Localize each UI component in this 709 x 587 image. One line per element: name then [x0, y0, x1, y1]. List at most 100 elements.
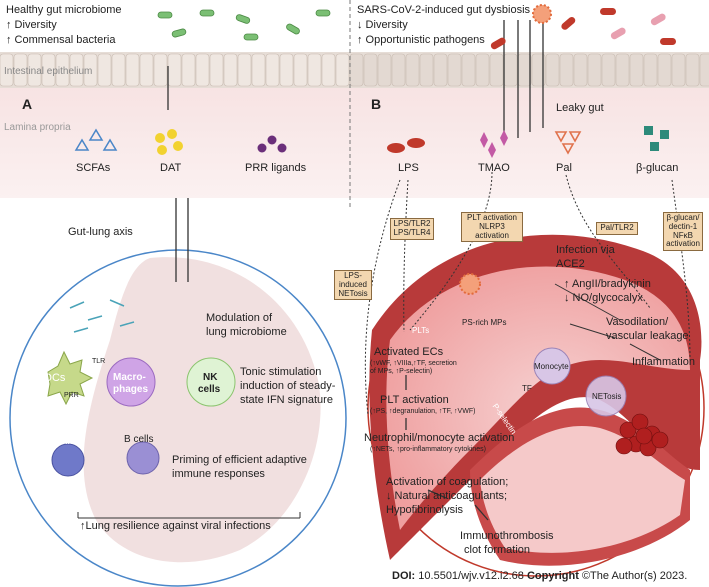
epithelial-cell: [377, 53, 392, 87]
epithelial-cells: [0, 53, 709, 87]
infection-line1: Infection via: [556, 244, 615, 256]
no-glycocalyx-label: ↓ NO/glycocalyx: [564, 292, 643, 304]
epithelial-cell: [601, 53, 616, 87]
netosis-icon: [585, 375, 627, 417]
epithelial-cell: [559, 53, 574, 87]
immuno-line2: clot formation: [464, 544, 531, 556]
epithelial-cell: [545, 53, 560, 87]
epithelial-cell: [195, 53, 210, 87]
epithelial-cell: [573, 53, 588, 87]
lps-netosis-l2: induced: [338, 279, 368, 289]
ps-mps-label: PS-rich MPs: [462, 318, 507, 327]
nlrp3-activation-text: NLRP3 activation: [475, 221, 509, 240]
plt-activation-text: PLT activation: [467, 213, 517, 222]
epithelial-cell: [657, 53, 672, 87]
beta-dectin-box: β-glucan/ dectin-1 NFκB activation: [663, 212, 703, 252]
prr-ligands-label: PRR ligands: [245, 162, 307, 174]
activated-ecs: Activated ECs: [374, 346, 444, 358]
vessel-lumen-lower-inner: [480, 425, 685, 553]
epithelial-cell: [489, 53, 504, 87]
epithelial-cell: [209, 53, 224, 87]
epithelial-cell: [447, 53, 462, 87]
priming-line1: Priming of efficient adaptive: [172, 454, 307, 466]
epithelial-cell: [587, 53, 602, 87]
lps-netosis-l3: NETosis: [338, 288, 368, 298]
epithelial-cell: [0, 53, 14, 87]
prr-ligand-icon: [257, 135, 287, 153]
dysbiosis-pathogens: ↑ Opportunistic pathogens: [357, 34, 485, 46]
resilience-label: ↑Lung resilience against viral infection…: [80, 520, 271, 532]
epithelium-label: Intestinal epithelium: [4, 66, 93, 77]
b-cells-label: B cells: [124, 434, 154, 445]
dendritic-cell-icon: [47, 350, 94, 406]
epithelial-cell: [671, 53, 686, 87]
monocyte-label: Monocyte: [534, 362, 569, 371]
epithelial-cell: [55, 53, 70, 87]
epithelial-cell: [531, 53, 546, 87]
epithelial-cell: [13, 53, 28, 87]
lps-icon: [387, 138, 425, 153]
clot-cell: [619, 421, 637, 439]
epithelial-cell: [461, 53, 476, 87]
lps-tlr4-text: LPS/TLR4: [393, 227, 431, 237]
lps-netosis-l1: LPS-: [344, 271, 362, 280]
epithelial-cell: [27, 53, 42, 87]
dat-label: DAT: [160, 162, 182, 174]
epithelial-cell: [251, 53, 266, 87]
epithelial-cell: [125, 53, 140, 87]
epithelial-cell: [97, 53, 112, 87]
beta-dectin-l1: β-glucan/: [666, 213, 700, 222]
priming-line2: immune responses: [172, 468, 265, 480]
vaso-line1: Vasodilation/: [606, 316, 669, 328]
epithelial-cell: [475, 53, 490, 87]
clot-cell: [635, 427, 653, 445]
epithelial-cell: [643, 53, 658, 87]
healthy-title: Healthy gut microbiome: [6, 4, 122, 16]
copyright-label: Copyright: [526, 570, 579, 582]
epithelial-cell: [41, 53, 56, 87]
tmao-label: TMAO: [478, 162, 510, 174]
activated-ecs-sub2: of MPs, ↑P-selectin): [370, 368, 433, 375]
tmao-icon: [480, 130, 508, 158]
clot-cell: [651, 431, 669, 449]
vaso-line2: vascular leakage: [606, 330, 689, 342]
lps-netosis-box: LPS- induced NETosis: [334, 270, 372, 301]
vessel-lumen: [386, 266, 690, 530]
epithelial-cell: [699, 53, 709, 87]
angii-label: ↑ AngII/bradykinin: [564, 278, 651, 290]
epithelial-cell: [181, 53, 196, 87]
epithelial-cell: [433, 53, 448, 87]
nk-line2: cells: [198, 384, 221, 395]
epithelial-cell: [139, 53, 154, 87]
plt-activation: PLT activation: [380, 394, 449, 406]
beta-dectin-l3: NFκB: [673, 230, 693, 240]
pathogen-icon: [490, 8, 676, 50]
dysbiosis-title: SARS-CoV-2-induced gut dysbiosis: [357, 4, 531, 16]
gut-lung-axis-label: Gut-lung axis: [68, 226, 133, 238]
clot-cell: [615, 437, 633, 455]
epithelial-cell: [419, 53, 434, 87]
scfa-icon: [74, 128, 118, 151]
pal-icon: [554, 131, 582, 155]
epithelial-cell: [391, 53, 406, 87]
tonic-line2: induction of steady-: [240, 380, 336, 392]
beta-dectin-l2: dectin-1: [668, 221, 698, 231]
pal-label: Pal: [556, 162, 572, 174]
epithelial-cell: [237, 53, 252, 87]
tonic-line3: state IFN signature: [240, 394, 333, 406]
microbiome-cluster-icon: [69, 299, 135, 333]
coag-line3: Hypofibrinolysis: [386, 504, 464, 516]
inflammation-label: Inflammation: [632, 356, 695, 368]
clot: [615, 413, 669, 457]
epithelial-cell: [83, 53, 98, 87]
neutrophil-sub: (↑NETs, ↑pro-inflammatory cytokines): [370, 446, 486, 453]
dcs-label: DCs: [44, 372, 66, 384]
scfas-label: SCFAs: [76, 162, 111, 174]
epithelial-cell: [293, 53, 308, 87]
epithelial-cell: [405, 53, 420, 87]
panel-a-letter: A: [22, 96, 33, 112]
coag-line1: Activation of coagulation;: [386, 476, 509, 488]
